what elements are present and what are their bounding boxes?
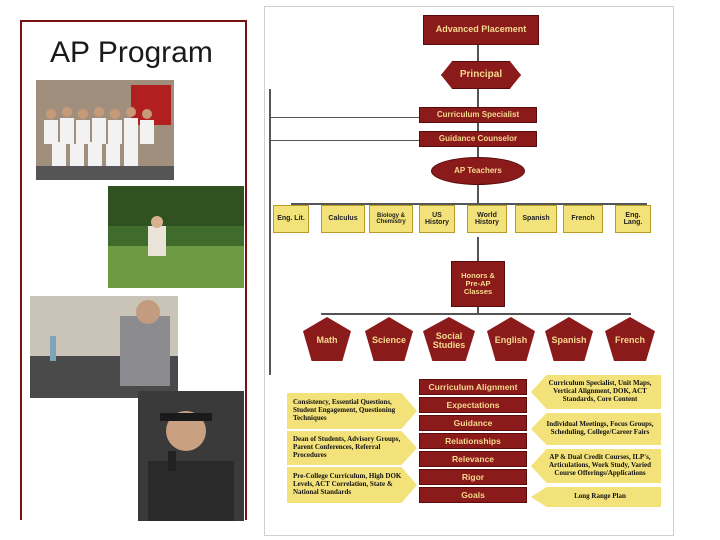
subject-spanish: Spanish [545, 317, 593, 361]
photo-golfer [108, 186, 244, 288]
note-right-curriculum: Curriculum Specialist, Unit Maps, Vertic… [531, 375, 661, 409]
course-eng-lit: Eng. Lit. [273, 205, 309, 233]
core-goals: Goals [419, 487, 527, 503]
connector-core-left [269, 89, 271, 375]
box-ap-teachers: AP Teachers [431, 157, 525, 185]
box-principal: Principal [441, 61, 521, 89]
course-calculus: Calculus [321, 205, 365, 233]
core-relevance: Relevance [419, 451, 527, 467]
frame-line-right [245, 20, 247, 520]
slide-title: AP Program [50, 36, 213, 69]
note-left-teaching: Consistency, Essential Questions, Studen… [287, 393, 417, 429]
box-honors-pre-ap: Honors & Pre-AP Classes [451, 261, 505, 307]
core-guidance: Guidance [419, 415, 527, 431]
connector-core-left-top [269, 117, 419, 118]
photo-headphones-student [138, 391, 244, 521]
frame-line-top [20, 20, 246, 22]
course-us-history: US History [419, 205, 455, 233]
core-relationships: Relationships [419, 433, 527, 449]
box-guidance-counselor: Guidance Counselor [419, 131, 537, 147]
course-biology-chemistry: Biology & Chemistry [369, 205, 413, 233]
photo-lab-student [30, 296, 178, 398]
box-curriculum-specialist: Curriculum Specialist [419, 107, 537, 123]
subject-french: French [605, 317, 655, 361]
note-right-guidance: Individual Meetings, Focus Groups, Sched… [531, 413, 661, 445]
course-spanish: Spanish [515, 205, 557, 233]
frame-line-left [20, 20, 22, 520]
note-right-goals: Long Range Plan [531, 487, 661, 507]
connector-vertical-mid [477, 237, 479, 265]
course-french: French [563, 205, 603, 233]
note-left-guidance: Dean of Students, Advisory Groups, Paren… [287, 431, 417, 465]
note-left-rigor: Pre-College Curriculum, High DOK Levels,… [287, 467, 417, 503]
subject-social-studies: Social Studies [423, 317, 475, 361]
connector-vertical-low [477, 303, 479, 315]
connector-courses-horizontal [291, 203, 647, 205]
course-eng-lang: Eng. Lang. [615, 205, 651, 233]
note-right-relevance: AP & Dual Credit Courses, ILP's, Articul… [531, 449, 661, 483]
course-world-history: World History [467, 205, 507, 233]
org-chart-panel: Advanced Placement Principal Curriculum … [264, 6, 674, 536]
connector-vertical-top [477, 43, 479, 211]
connector-core-left-2 [269, 140, 419, 141]
photo-group-students [36, 80, 174, 180]
subject-science: Science [365, 317, 413, 361]
subject-math: Math [303, 317, 351, 361]
subject-english: English [487, 317, 535, 361]
box-advanced-placement: Advanced Placement [423, 15, 539, 45]
core-expectations: Expectations [419, 397, 527, 413]
core-rigor: Rigor [419, 469, 527, 485]
core-curriculum-alignment: Curriculum Alignment [419, 379, 527, 395]
connector-subjects-horizontal [321, 313, 631, 315]
